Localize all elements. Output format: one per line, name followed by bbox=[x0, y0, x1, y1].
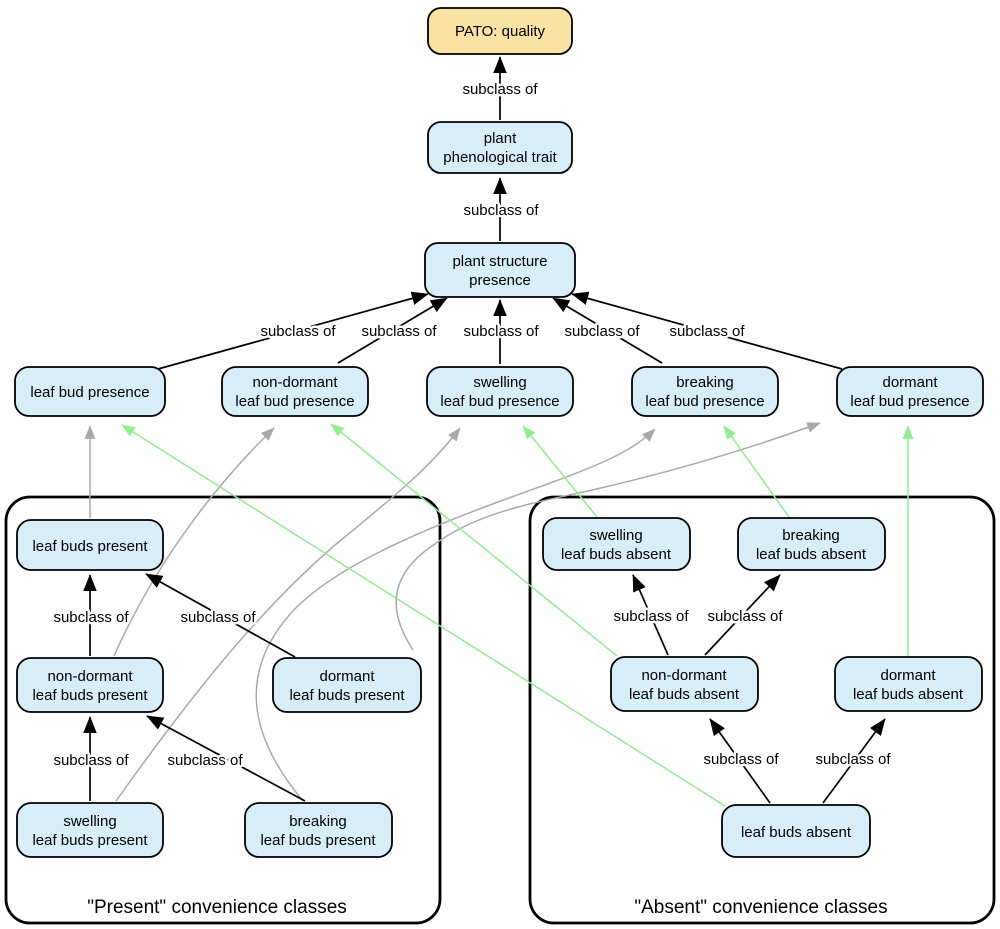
node-dormant-leaf-buds-present-line1: dormant bbox=[319, 668, 375, 685]
subclass-of-label: subclass of bbox=[462, 81, 538, 98]
node-plant-structure-presence bbox=[424, 242, 576, 298]
subclass-of-label: subclass of bbox=[669, 323, 745, 340]
node-dormant-leaf-buds-present-line2: leaf buds present bbox=[289, 687, 405, 704]
node-pato-quality-label: PATO: quality bbox=[455, 23, 546, 40]
node-breaking-leaf-bud-presence-line1: breaking bbox=[676, 374, 734, 391]
node-dormant-leaf-buds-present bbox=[272, 657, 422, 713]
edge-breaking-presence-to-structure bbox=[552, 297, 663, 364]
node-dormant-leaf-buds-absent-line1: dormant bbox=[880, 667, 936, 684]
group-black-edges bbox=[83, 56, 886, 804]
node-dormant-leaf-buds-absent-line2: leaf buds absent bbox=[853, 686, 964, 703]
green-edge-breaking-absent bbox=[723, 425, 790, 518]
subclass-of-label: subclass of bbox=[167, 752, 243, 769]
gray-edge-breaking-present bbox=[255, 428, 656, 802]
edge-non-dormant-absent-to-breaking-absent bbox=[704, 574, 781, 656]
node-plant-structure-presence-line1: plant structure bbox=[452, 253, 547, 270]
edge-non-dormant-presence-to-structure bbox=[337, 297, 448, 364]
node-leaf-buds-absent bbox=[721, 804, 871, 858]
group-nodes: PATO: quality plant phenological trait p… bbox=[14, 7, 984, 858]
subclass-of-label: subclass of bbox=[53, 752, 129, 769]
node-swelling-leaf-bud-presence-line2: leaf bud presence bbox=[440, 393, 559, 410]
node-breaking-leaf-buds-present bbox=[244, 802, 393, 858]
node-leaf-buds-present bbox=[16, 519, 164, 571]
edge-breaking-present-to-non-dormant-present bbox=[146, 715, 306, 802]
absent-classes-caption: "Absent" convenience classes bbox=[634, 897, 887, 918]
node-swelling-leaf-buds-present-line1: swelling bbox=[63, 813, 116, 830]
node-plant-phenological-trait-line2: phenological trait bbox=[443, 149, 557, 166]
node-plant-phenological-trait bbox=[427, 121, 573, 174]
node-swelling-leaf-buds-present bbox=[16, 802, 164, 858]
node-breaking-leaf-bud-presence-line2: leaf bud presence bbox=[645, 393, 764, 410]
gray-edge-swelling-present bbox=[115, 427, 461, 802]
edge-dormant-presence-to-structure bbox=[571, 291, 843, 370]
node-non-dormant-leaf-buds-absent-line2: leaf buds absent bbox=[629, 686, 740, 703]
node-non-dormant-leaf-bud-presence-line2: leaf bud presence bbox=[235, 393, 354, 410]
node-dormant-leaf-bud-presence-line1: dormant bbox=[882, 374, 938, 391]
subclass-of-label: subclass of bbox=[703, 751, 779, 768]
present-classes-caption: "Present" convenience classes bbox=[87, 897, 347, 918]
node-plant-phenological-trait-line1: plant bbox=[484, 130, 517, 147]
group-green-edges bbox=[121, 423, 914, 807]
node-pato-quality bbox=[427, 7, 573, 55]
node-non-dormant-leaf-bud-presence-line1: non-dormant bbox=[252, 374, 338, 391]
node-swelling-leaf-bud-presence bbox=[426, 366, 574, 417]
node-breaking-leaf-buds-present-line1: breaking bbox=[289, 813, 347, 830]
group-edge-labels: subclass of subclass of subclass of subc… bbox=[51, 79, 894, 772]
node-leaf-buds-absent-label: leaf buds absent bbox=[741, 824, 852, 841]
node-breaking-leaf-buds-absent-line1: breaking bbox=[782, 527, 840, 544]
subclass-of-label: subclass of bbox=[260, 323, 336, 340]
subclass-of-label: subclass of bbox=[53, 609, 129, 626]
node-non-dormant-leaf-buds-present bbox=[16, 657, 164, 713]
node-non-dormant-leaf-buds-present-line1: non-dormant bbox=[47, 668, 133, 685]
edge-leaf-bud-presence-to-structure bbox=[157, 291, 429, 370]
subclass-of-label: subclass of bbox=[361, 323, 437, 340]
node-non-dormant-leaf-buds-absent-line1: non-dormant bbox=[641, 667, 727, 684]
node-leaf-bud-presence bbox=[14, 366, 166, 417]
node-swelling-leaf-buds-absent bbox=[542, 517, 691, 571]
node-dormant-leaf-bud-presence bbox=[836, 366, 984, 417]
subclass-of-label: subclass of bbox=[463, 202, 539, 219]
edge-non-dormant-absent-to-swelling-absent bbox=[632, 574, 669, 656]
gray-edge-non-dormant-present bbox=[113, 427, 275, 657]
node-breaking-leaf-buds-absent bbox=[737, 517, 886, 571]
node-plant-structure-presence-line2: presence bbox=[469, 272, 531, 289]
node-breaking-leaf-buds-present-line2: leaf buds present bbox=[260, 832, 376, 849]
green-edge-non-dormant-absent bbox=[330, 423, 618, 657]
edge-dormant-present-to-leaf-buds-present bbox=[145, 573, 296, 658]
subclass-of-label: subclass of bbox=[564, 323, 640, 340]
node-swelling-leaf-buds-absent-line2: leaf buds absent bbox=[561, 546, 672, 563]
edge-leaf-buds-absent-to-non-dormant-absent bbox=[709, 718, 771, 804]
node-non-dormant-leaf-buds-absent bbox=[610, 656, 759, 712]
subclass-of-label: subclass of bbox=[707, 608, 783, 625]
group-captions: "Present" convenience classes "Absent" c… bbox=[87, 897, 887, 918]
subclass-of-label: subclass of bbox=[815, 751, 891, 768]
node-breaking-leaf-bud-presence bbox=[631, 366, 779, 417]
node-breaking-leaf-buds-absent-line2: leaf buds absent bbox=[756, 546, 867, 563]
node-non-dormant-leaf-buds-present-line2: leaf buds present bbox=[32, 687, 148, 704]
green-edge-swelling-absent bbox=[522, 425, 598, 518]
node-dormant-leaf-bud-presence-line2: leaf bud presence bbox=[850, 393, 969, 410]
subclass-of-label: subclass of bbox=[463, 323, 539, 340]
node-leaf-bud-presence-label: leaf bud presence bbox=[30, 384, 149, 401]
node-non-dormant-leaf-bud-presence bbox=[221, 366, 369, 417]
node-swelling-leaf-buds-absent-line1: swelling bbox=[589, 527, 642, 544]
subclass-of-label: subclass of bbox=[180, 609, 256, 626]
subclass-of-label: subclass of bbox=[613, 608, 689, 625]
green-edge-leaf-buds-absent bbox=[121, 424, 726, 807]
node-dormant-leaf-buds-absent bbox=[834, 656, 983, 712]
node-leaf-buds-present-label: leaf buds present bbox=[32, 538, 148, 555]
edge-leaf-buds-absent-to-dormant-absent bbox=[822, 718, 886, 804]
node-swelling-leaf-bud-presence-line1: swelling bbox=[473, 374, 526, 391]
group-gray-edges bbox=[84, 422, 821, 802]
node-swelling-leaf-buds-present-line2: leaf buds present bbox=[32, 832, 148, 849]
gray-edge-dormant-present bbox=[395, 422, 821, 651]
